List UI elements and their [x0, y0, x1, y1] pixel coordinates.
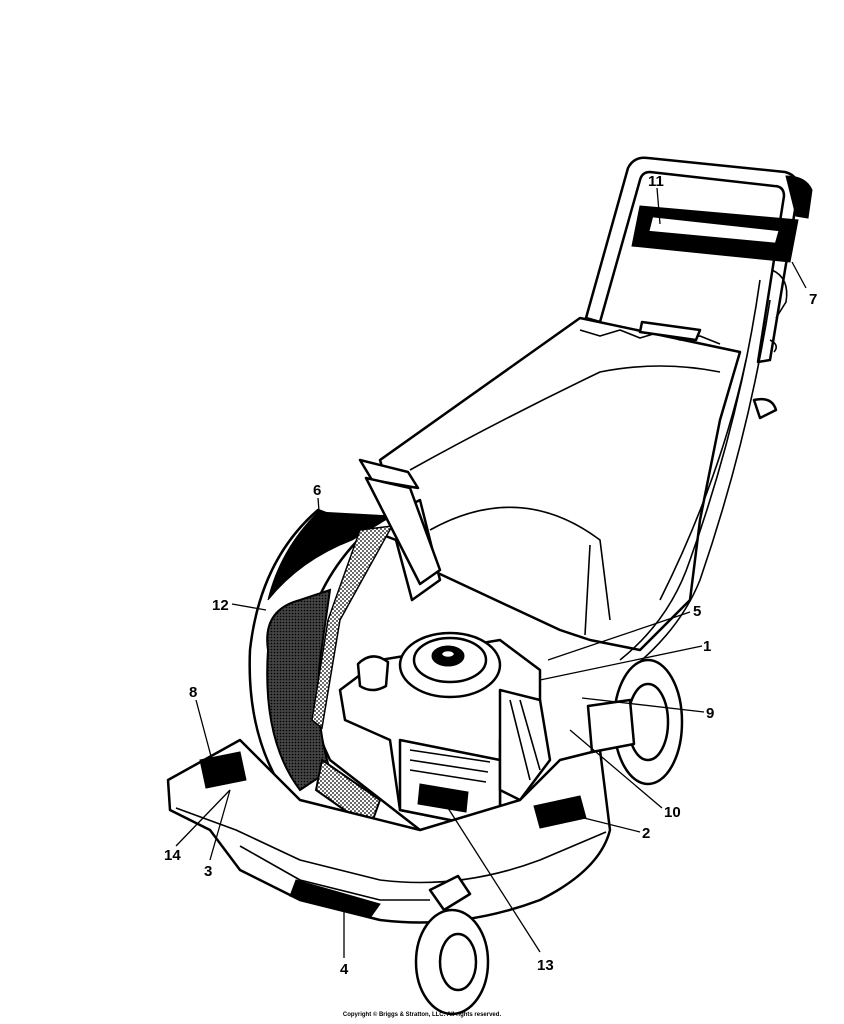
callout-11: 11	[648, 173, 664, 190]
discharge-chute	[248, 458, 442, 862]
callout-14: 14	[164, 847, 181, 864]
callout-1: 1	[703, 638, 711, 655]
callout-4: 4	[340, 961, 349, 978]
callout-9: 9	[706, 705, 714, 722]
callout-7: 7	[809, 291, 817, 308]
control-cables	[619, 279, 778, 671]
callout-2: 2	[642, 825, 650, 842]
callout-numbers: 11 7 6 12 5 1 9 8 10 2 14 3 13 4	[164, 173, 817, 978]
engine	[338, 631, 552, 832]
callout-8: 8	[189, 684, 197, 701]
mower-handle	[584, 156, 813, 364]
callout-13: 13	[537, 957, 554, 974]
cutting-deck	[166, 738, 612, 924]
callout-12: 12	[212, 597, 229, 614]
callout-10: 10	[664, 804, 681, 821]
front-wheel	[414, 874, 490, 1016]
leader-lines	[175, 187, 807, 958]
callout-6: 6	[313, 482, 321, 499]
grass-catcher-bag	[378, 316, 742, 652]
callout-3: 3	[204, 863, 212, 880]
rear-wheel	[586, 658, 684, 786]
copyright-notice: Copyright © Briggs & Stratton, LLC. All …	[342, 1012, 502, 1018]
callout-5: 5	[693, 603, 701, 620]
